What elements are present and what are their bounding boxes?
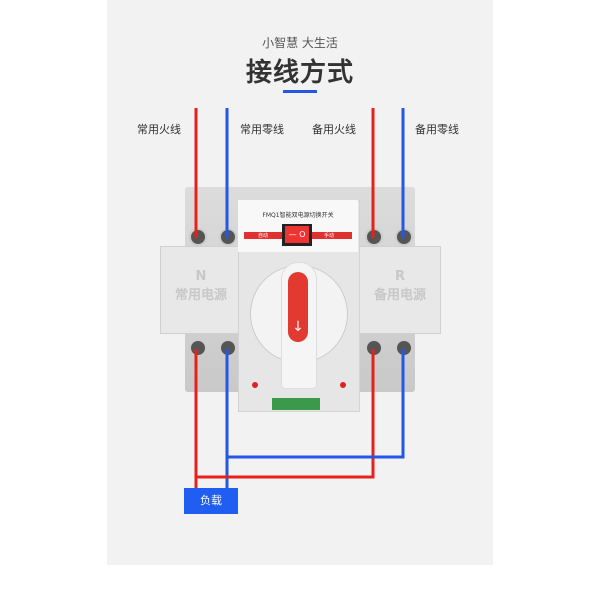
rocker-face[interactable]: — O — [285, 226, 309, 243]
module-text: 常用电源 — [174, 288, 227, 303]
arrow-down-icon: ↓ — [288, 272, 308, 342]
load-box: 负载 — [184, 488, 238, 514]
control-terminal-block — [272, 398, 320, 410]
manual-label: 手动 — [324, 233, 335, 239]
terminal-screw — [189, 228, 207, 246]
module-letter: R — [394, 269, 405, 284]
label-backup-neutral: 备用零线 — [415, 123, 459, 136]
backup-live-wire — [196, 108, 375, 479]
indicator-led — [252, 382, 258, 388]
module-text: 备用电源 — [373, 288, 426, 303]
module-letter: N — [195, 269, 207, 284]
title-underline — [283, 90, 317, 93]
model-label: FMQ1智能双电源切换开关 — [262, 212, 334, 219]
main-power-module: N 常用电源 — [160, 246, 242, 334]
backup-neutral-wire — [227, 108, 405, 459]
page-title: 接线方式 — [245, 58, 354, 88]
backup-power-module: R 备用电源 — [359, 246, 441, 334]
terminal-screw — [189, 339, 207, 357]
subtitle: 小智慧 大生活 — [262, 36, 338, 50]
label-main-live: 常用火线 — [137, 123, 181, 136]
auto-label: 自动 — [258, 233, 269, 239]
label-backup-live: 备用火线 — [312, 123, 356, 136]
label-main-neutral: 常用零线 — [240, 123, 284, 136]
indicator-led — [340, 382, 346, 388]
